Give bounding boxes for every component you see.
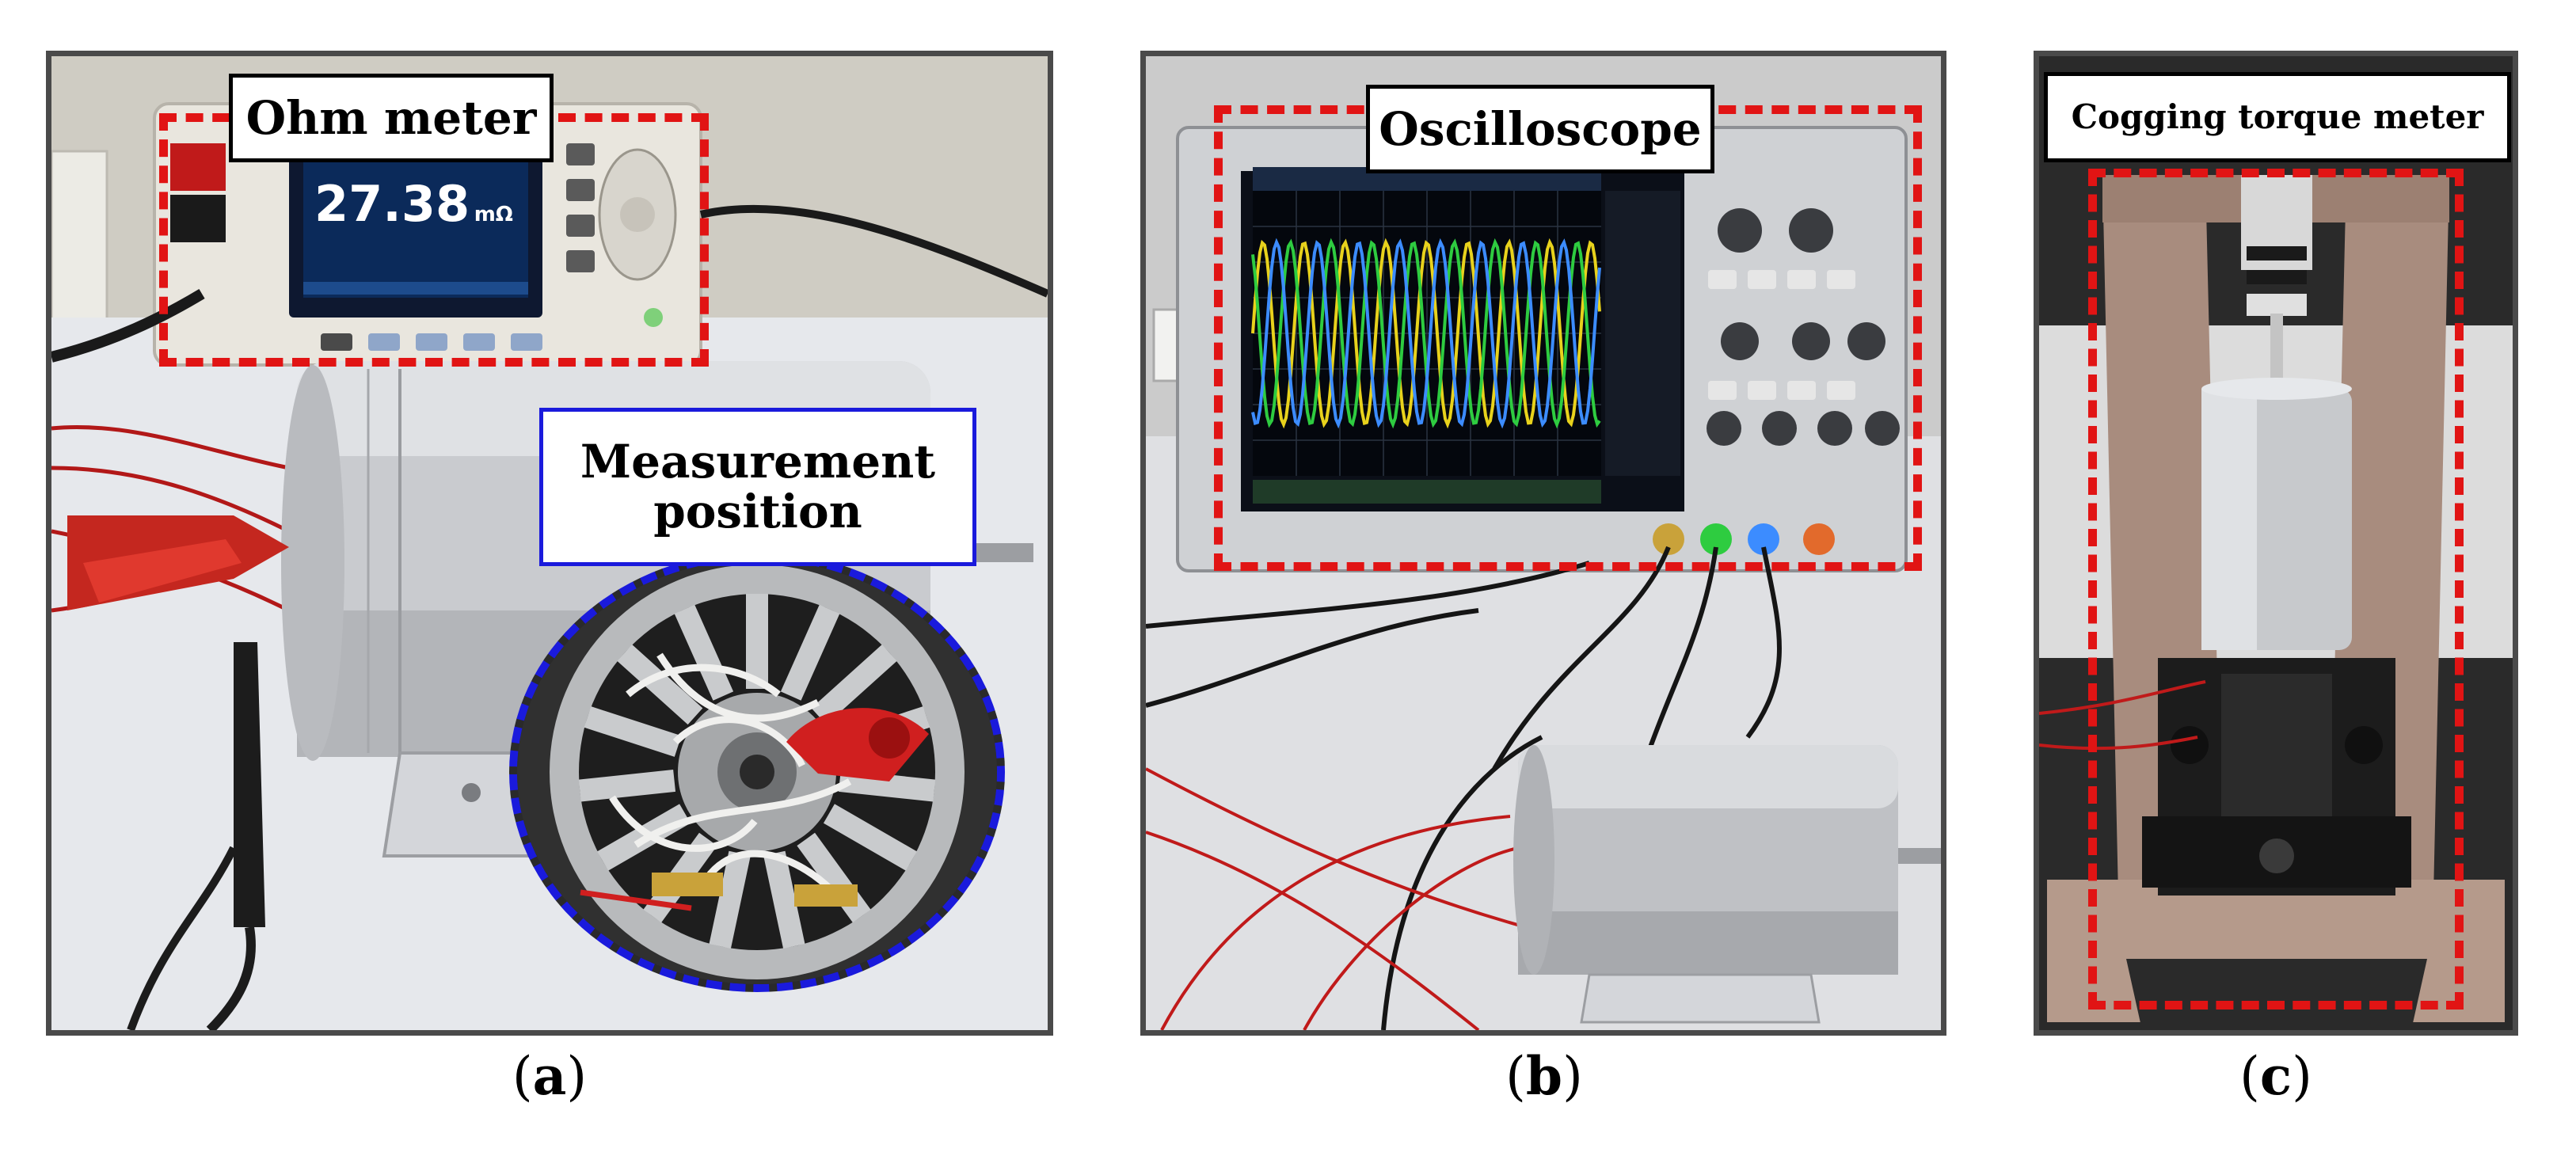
measurement-position-inset	[509, 552, 1005, 992]
caption-c-letter: c	[2259, 1045, 2293, 1107]
cogging-torque-meter-highlight	[2088, 169, 2464, 1010]
caption-b: (b)	[1505, 1045, 1583, 1107]
panel-a-photo: 27.38 mΩ	[46, 51, 1053, 1036]
caption-a: (a)	[512, 1045, 588, 1107]
meter-value: 27.38	[314, 175, 470, 233]
caption-c: (c)	[2239, 1045, 2312, 1107]
cogging-torque-meter-label-text: Cogging torque meter	[2071, 97, 2484, 137]
panel-c-photo: Cogging torque meter	[2034, 51, 2518, 1036]
ohm-meter-label: Ohm meter	[229, 74, 554, 162]
meter-unit: mΩ	[474, 203, 513, 226]
cogging-torque-setup-photo	[2039, 56, 2513, 1030]
cogging-torque-meter-label: Cogging torque meter	[2044, 72, 2511, 162]
stator-inset-photo	[517, 560, 997, 984]
caption-a-letter: a	[532, 1045, 567, 1107]
oscilloscope-highlight	[1214, 105, 1922, 571]
measurement-position-label-text: Measurement position	[580, 435, 936, 538]
panel-b-photo: Oscilloscope	[1140, 51, 1946, 1036]
caption-b-letter: b	[1525, 1045, 1563, 1107]
oscilloscope-label-text: Oscilloscope	[1379, 101, 1702, 156]
phase-trace-3	[1251, 238, 1601, 429]
oscilloscope-setup-photo	[1146, 56, 1941, 1030]
measurement-position-label: Measurement position	[539, 408, 976, 566]
oscilloscope-label: Oscilloscope	[1366, 85, 1714, 173]
ohm-meter-label-text: Ohm meter	[245, 90, 537, 145]
ohm-meter-display: 27.38 mΩ	[314, 175, 520, 238]
